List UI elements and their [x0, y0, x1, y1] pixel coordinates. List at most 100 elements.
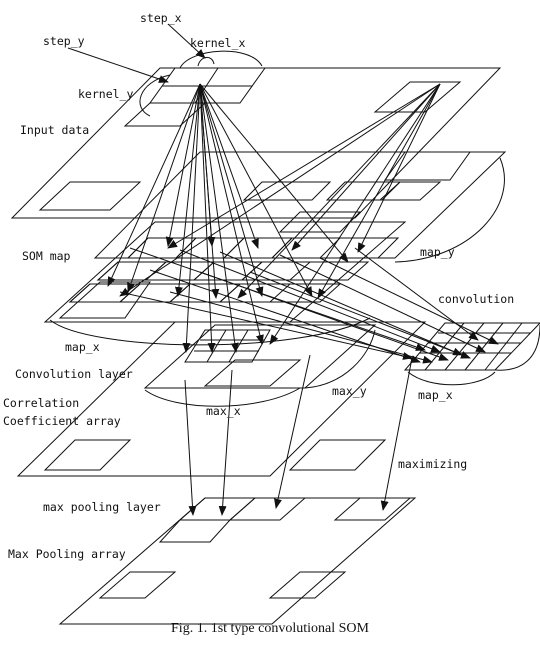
arrow — [199, 83, 264, 345]
step-x-pointer — [167, 23, 206, 59]
input-kernel-window-2 — [123, 102, 207, 127]
arrow — [199, 83, 259, 249]
som-map-cell-4 — [384, 151, 471, 181]
max-x-brace — [144, 387, 301, 407]
input-corner-window-right — [373, 81, 462, 113]
arrow — [199, 83, 220, 299]
map-x-left-label: map_x — [65, 340, 100, 354]
convolution-layer-label: Convolution layer — [15, 367, 133, 381]
pooling-cell-2 — [228, 497, 307, 521]
arrow — [119, 291, 413, 360]
arrow — [107, 83, 201, 287]
arrow — [249, 271, 471, 359]
max-pooling-layer — [58, 497, 417, 625]
correlation-window-left — [43, 439, 132, 471]
arrow — [119, 83, 441, 297]
som-map-plane — [93, 151, 507, 259]
arrow — [237, 83, 441, 299]
arrow — [184, 379, 197, 516]
arrow — [218, 369, 233, 516]
pooling-window-right — [268, 571, 347, 599]
max-pooling-plane — [58, 497, 417, 625]
map-y-brace — [394, 157, 505, 263]
arrow — [357, 83, 441, 253]
max-pooling-array-label: Max Pooling array — [8, 547, 126, 561]
arrow — [167, 83, 441, 249]
conv-kernel-v1 — [206, 329, 227, 363]
arrow — [199, 83, 216, 353]
map-grid-v4 — [484, 322, 523, 371]
input-corner-window-left — [38, 181, 142, 211]
map-grid-v1 — [424, 322, 465, 371]
arrow — [279, 254, 486, 353]
arrow — [174, 83, 201, 297]
input-data-plane — [10, 67, 502, 219]
step-y-label: step_y — [43, 34, 85, 48]
arrow — [169, 291, 433, 364]
step-y-pointer — [67, 47, 169, 83]
arrow — [317, 83, 441, 299]
som-map-cell-3 — [378, 181, 442, 201]
arrow — [199, 83, 349, 263]
arrow — [179, 249, 441, 353]
correlation-label-line1: Correlation — [3, 396, 79, 410]
arrow — [319, 257, 499, 345]
arrow — [199, 83, 264, 297]
pooling-cell-4 — [333, 497, 412, 521]
input-kernel-window — [149, 67, 266, 104]
som-front-cell-m — [58, 281, 151, 319]
arrow — [199, 271, 449, 361]
correlation-label-line2: Coefficient array — [3, 414, 121, 428]
pooling-cell-3 — [158, 519, 232, 543]
max-pooling-layer-label: max pooling layer — [43, 500, 161, 514]
pooling-cell-1 — [178, 497, 257, 521]
map-grid-side-brace — [494, 324, 540, 371]
max-y-label: max_y — [332, 384, 367, 398]
kernel-x-label: kernel_x — [190, 36, 245, 50]
kernel-y-label: kernel_y — [78, 87, 133, 101]
max-x-label: max_x — [206, 404, 241, 418]
arrow — [291, 83, 441, 251]
conv-kernel-v2 — [228, 329, 249, 363]
figure-caption: Fig. 1. 1st type convolutional SOM — [171, 621, 370, 636]
step-x-brace — [197, 57, 215, 67]
arrow — [199, 83, 313, 297]
som-front-brace — [49, 317, 371, 346]
som-front-cell-d — [270, 237, 342, 259]
arrow — [354, 247, 479, 341]
correlation-window-right — [288, 439, 387, 471]
arrow — [165, 83, 201, 247]
som-map-layer — [93, 151, 507, 263]
map-y-label: map_y — [420, 245, 455, 259]
diagram-labels: step_x step_y kernel_x kernel_y Input da… — [3, 11, 514, 561]
som-map-cell-2 — [325, 181, 402, 201]
convolution-layer — [143, 324, 377, 407]
som-map-label: SOM map — [22, 249, 71, 263]
som-map-cell-1 — [242, 181, 332, 201]
som-map-cell-5 — [278, 211, 362, 233]
kernel-x-brace — [179, 50, 263, 69]
maximizing-label: maximizing — [398, 457, 467, 471]
arrow — [127, 83, 201, 293]
convolution-kernel — [184, 329, 271, 363]
arrow — [274, 354, 311, 509]
arrow — [219, 251, 463, 356]
max-y-brace — [304, 329, 376, 389]
input-data-label: Input data — [20, 123, 89, 137]
convolution-label: convolution — [438, 292, 514, 306]
arrow — [380, 357, 413, 511]
arrow — [269, 83, 441, 345]
step-x-label: step_x — [140, 11, 182, 25]
map-x-right-brace — [407, 371, 496, 386]
convolution-right-window — [203, 359, 302, 387]
pooling-window-left — [98, 571, 177, 599]
map-grid-v3 — [464, 322, 504, 371]
input-data-layer — [10, 23, 502, 219]
convolution-map-grid — [403, 322, 540, 386]
map-grid-v2 — [444, 322, 485, 371]
som-to-grid-arrows — [119, 247, 499, 364]
right-fanout-arrows — [119, 83, 441, 345]
pooling-arrows — [184, 354, 413, 516]
map-x-right-label: map_x — [418, 388, 453, 402]
